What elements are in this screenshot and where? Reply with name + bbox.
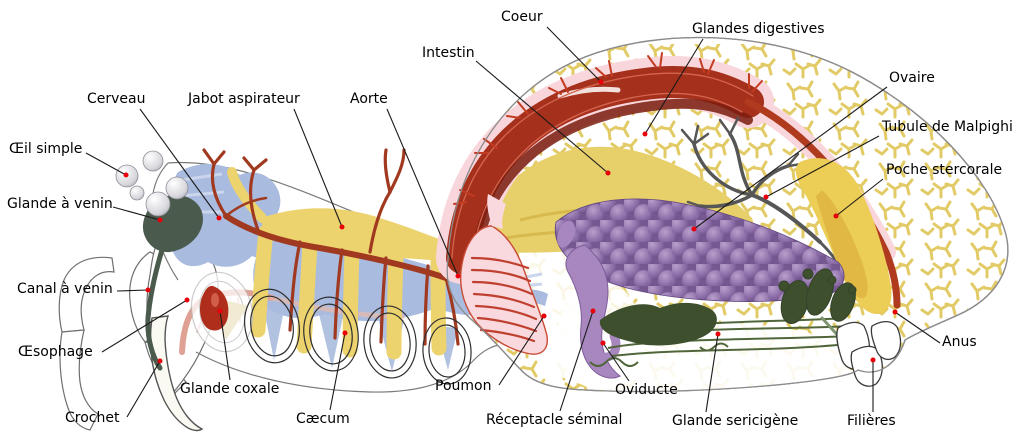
eye-shapes	[115, 150, 189, 217]
label-jabot-aspirateur: Jabot aspirateur	[188, 91, 300, 107]
label-glandes-digestives: Glandes digestives	[692, 21, 825, 37]
lung-lamellae	[470, 256, 538, 343]
label-oviducte: Oviducte	[615, 382, 678, 398]
heart-ligament-spikes	[453, 52, 763, 205]
book-lung-shape	[459, 194, 548, 355]
label-poumon: Poumon	[435, 378, 492, 394]
venom-duct-shape	[145, 247, 165, 371]
label-aorte: Aorte	[350, 91, 388, 107]
stercoral-pocket-shape	[795, 158, 892, 315]
label-cerveau: Cerveau	[87, 91, 146, 107]
label-tubule-de-malpighi: Tubule de Malpighi	[882, 119, 1013, 135]
label-intestin: Intestin	[422, 45, 475, 61]
label-oesophage: Œsophage	[18, 344, 93, 360]
label-poche-stercorale: Poche stercorale	[886, 162, 1003, 178]
label-anus: Anus	[942, 334, 977, 350]
label-canal-a-venin: Canal à venin	[17, 281, 113, 297]
coxae-outlines	[244, 288, 472, 385]
label-ovaire: Ovaire	[889, 70, 935, 86]
leader-dots	[123, 79, 898, 364]
chelicera-outline	[146, 240, 219, 432]
label-coeur: Coeur	[501, 9, 543, 25]
label-caecum: Cæcum	[296, 411, 350, 427]
fang-shape	[149, 315, 204, 432]
spinneret-shapes	[836, 320, 902, 387]
label-glande-coxale: Glande coxale	[180, 381, 280, 397]
label-glande-sericigene: Glande sericigène	[672, 413, 799, 429]
ovary-shape	[554, 198, 845, 302]
label-filieres: Filières	[847, 413, 896, 429]
label-oeil-simple: Œil simple	[9, 141, 83, 157]
label-crochet: Crochet	[65, 410, 120, 426]
label-receptacle-seminal: Réceptacle séminal	[486, 412, 623, 428]
artery-shapes	[202, 148, 460, 346]
leader-lines	[85, 26, 941, 418]
label-glande-a-venin: Glande à venin	[7, 196, 113, 212]
abdomen-outline-restroke	[446, 36, 1009, 393]
silk-gland-shapes	[589, 268, 870, 372]
